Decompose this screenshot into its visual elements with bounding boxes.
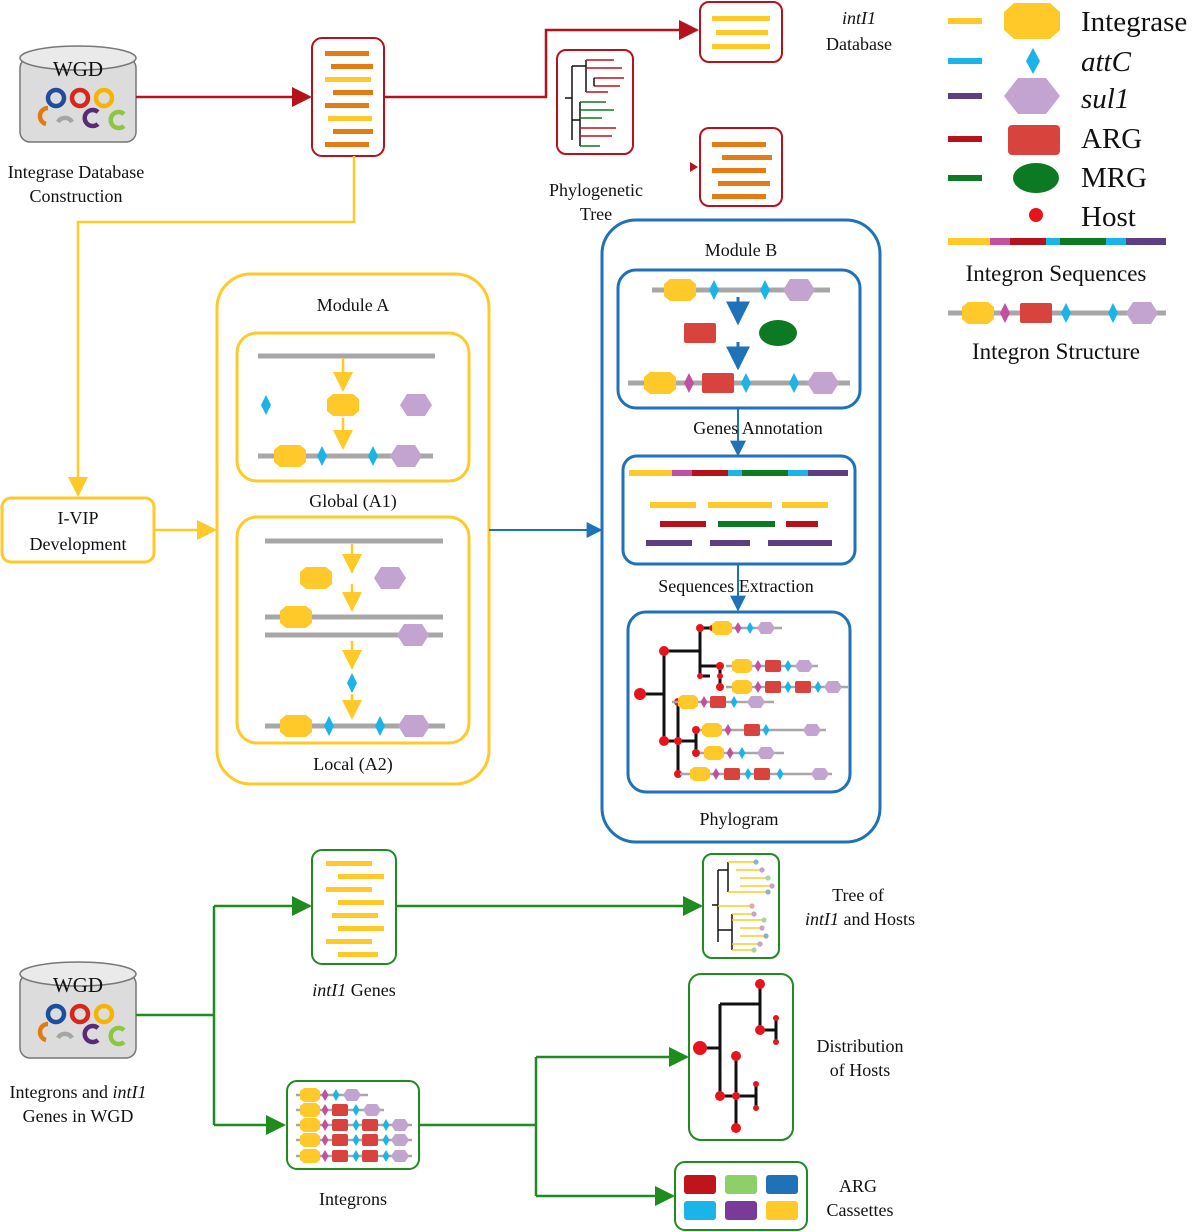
integrase-database-construction-caption-1: Integrase Database xyxy=(8,162,144,182)
legend: Integrase attC sul1 ARG MRG Host Integro… xyxy=(948,3,1187,364)
arg-cassettes-caption-1: ARG xyxy=(839,1176,877,1196)
intl1-genes-caption: intI1 Genes xyxy=(312,980,395,1000)
phylogram-integron-rows xyxy=(672,621,848,781)
legend-mrg-label: MRG xyxy=(1081,162,1147,194)
legend-integron-structure-label: Integron Structure xyxy=(972,339,1140,364)
module-a: Module A Global (A1) Local (A2 xyxy=(215,272,491,786)
wgd-label: WGD xyxy=(53,57,103,81)
phylogenetic-tree-document xyxy=(556,49,634,155)
distribution-of-hosts-document xyxy=(688,973,794,1141)
wgd-bottom-caption-1: Integrons and intI1 xyxy=(10,1082,147,1102)
wgd-bottom-caption-1-text: Integrons and xyxy=(10,1082,113,1102)
tree-of-intl1-and-hosts-document xyxy=(702,853,780,959)
legend-integron-sequences-label: Integron Sequences xyxy=(966,261,1147,286)
distribution-caption-1: Distribution xyxy=(816,1036,903,1056)
wgd-bottom-caption-2: Genes in WGD xyxy=(23,1106,134,1126)
integrase-database-document xyxy=(311,37,385,157)
phylogenetic-tree-caption-1: Phylogenetic xyxy=(549,180,643,200)
genes-annotation-label: Genes Annotation xyxy=(693,418,822,438)
legend-integron-structure xyxy=(948,302,1166,324)
legend-attc-icon xyxy=(1026,48,1040,74)
module-b: Module B Genes Annotation xyxy=(600,218,882,844)
ivip-development-box: I-VIP Development xyxy=(0,496,156,564)
phylogenetic-tree-caption-2: Tree xyxy=(580,204,612,224)
local-a2-label: Local (A2) xyxy=(313,754,392,775)
sequence-set-document xyxy=(699,127,783,207)
ivip-label-2: Development xyxy=(30,534,127,554)
legend-integrase-icon xyxy=(1004,3,1060,39)
legend-sul1-label: sul1 xyxy=(1081,83,1129,115)
integrase-database-construction-caption-2: Construction xyxy=(30,186,123,206)
small-red-arrowhead xyxy=(690,162,698,172)
local-a2-panel xyxy=(235,515,471,745)
distribution-caption-2: of Hosts xyxy=(830,1060,891,1080)
legend-host-icon xyxy=(1029,208,1043,222)
ivip-label-1: I-VIP xyxy=(58,508,99,528)
phylogram-label: Phylogram xyxy=(700,809,779,829)
intl1-database-document xyxy=(699,1,783,63)
module-a-title: Module A xyxy=(317,295,390,315)
integrons-caption: Integrons xyxy=(319,1189,387,1209)
legend-sul1-icon xyxy=(1004,78,1060,114)
wgd-bottom-caption-1-italic: intI1 xyxy=(112,1082,146,1102)
intl1-database-title-italic: intI1 xyxy=(842,8,876,28)
legend-host-label: Host xyxy=(1081,201,1136,233)
flow-arrow-to-ivip xyxy=(68,156,356,497)
tree-caption-2: intI1 and Hosts xyxy=(805,909,915,929)
integrons-document xyxy=(286,1080,420,1170)
arg-cassettes-document xyxy=(674,1161,808,1231)
flow-arrow-to-intl1-db xyxy=(384,20,699,99)
legend-integron-sequence-bar xyxy=(948,238,1166,245)
module-b-title: Module B xyxy=(705,240,778,260)
arg-cassettes-caption-2: Cassettes xyxy=(827,1200,894,1220)
intl1-genes-document xyxy=(311,849,397,965)
intl1-database-title: Database xyxy=(826,34,892,54)
integron-row-set xyxy=(296,1103,412,1163)
legend-attc-label: attC xyxy=(1081,46,1132,78)
legend-mrg-icon xyxy=(1013,163,1059,193)
intl1-genes-caption-italic: intI1 xyxy=(312,980,346,1000)
phylogram-panel xyxy=(626,610,852,794)
global-a1-label: Global (A1) xyxy=(309,491,396,512)
global-a1-panel xyxy=(235,331,471,483)
wgd-label-bottom: WGD xyxy=(53,973,103,997)
legend-integrase-label: Integrase xyxy=(1081,6,1187,38)
legend-arg-label: ARG xyxy=(1081,123,1142,155)
tree-caption-2-text: and Hosts xyxy=(839,909,915,929)
tree-caption-1: Tree of xyxy=(832,885,884,905)
sequences-extraction-label: Sequences Extraction xyxy=(658,576,813,596)
legend-arg-icon xyxy=(1008,125,1060,155)
intl1-genes-caption-text: Genes xyxy=(346,980,395,1000)
genome-rings xyxy=(37,87,126,131)
wgd-database-bottom: WGD xyxy=(19,961,137,1059)
tree-caption-2-italic: intI1 xyxy=(805,909,839,929)
wgd-database-top: WGD xyxy=(19,45,137,143)
